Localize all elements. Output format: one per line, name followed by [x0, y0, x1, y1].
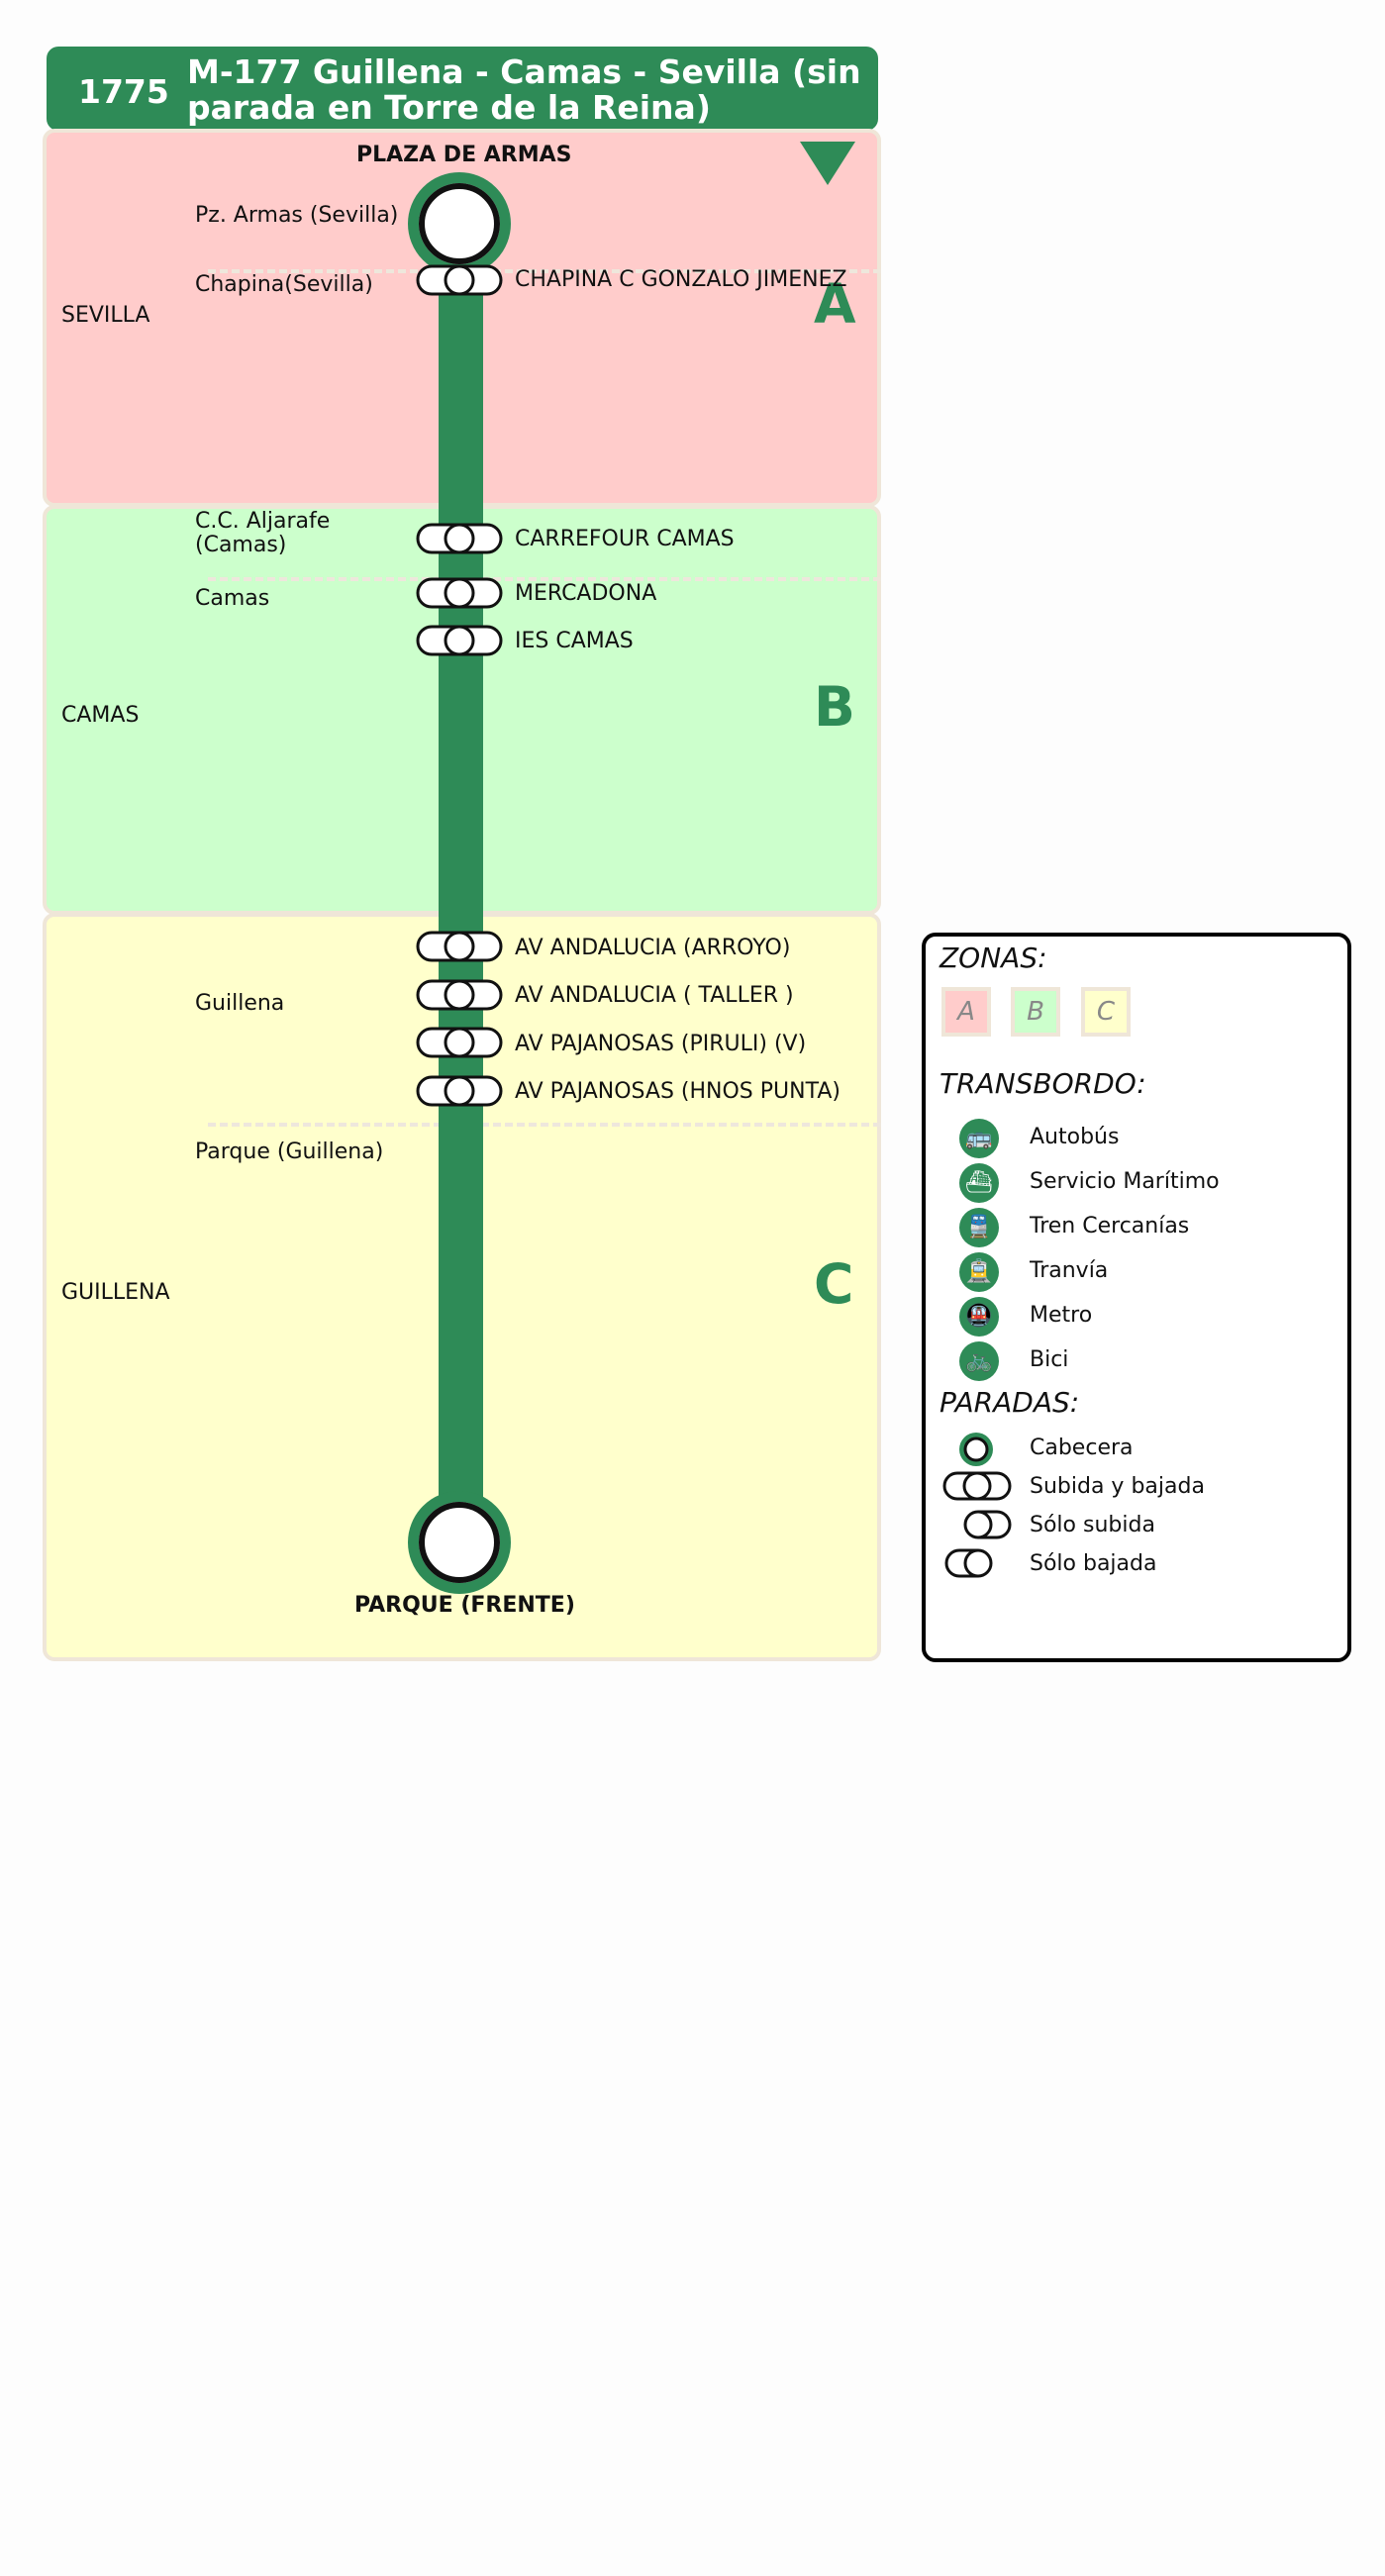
stop-marker — [416, 577, 503, 609]
stop-label: CHAPINA C GONZALO JIMENEZ — [515, 267, 847, 292]
stop-marker — [416, 523, 503, 554]
legend-transfer-label: Tranvía — [1030, 1258, 1109, 1283]
solo-bajada-stop-icon — [944, 1548, 993, 1578]
bus-icon: 🚌 — [959, 1119, 999, 1158]
boundary-line — [208, 577, 881, 581]
legend-transfer-label: Tren Cercanías — [1030, 1214, 1190, 1238]
stop-label: AV PAJANOSAS (HNOS PUNTA) — [515, 1079, 841, 1104]
tram-icon: 🚊 — [959, 1252, 999, 1292]
stop-marker — [416, 931, 503, 962]
zone-letter-a: A — [814, 272, 856, 336]
route-line — [439, 213, 483, 1539]
boundary-line — [208, 1123, 881, 1127]
legend-stop-label: Cabecera — [1030, 1436, 1134, 1460]
route-number: 1775 — [78, 72, 169, 111]
route-header: 1775 M-177 Guillena - Camas - Sevilla (s… — [47, 47, 878, 131]
terminal-start-marker — [408, 172, 511, 275]
location-label: Guillena — [195, 991, 285, 1016]
municipality-label: GUILLENA — [61, 1280, 170, 1305]
terminal-end-marker — [408, 1491, 511, 1594]
legend-zone-swatch-b: B — [1011, 987, 1060, 1037]
legend-stop-label: Subida y bajada — [1030, 1474, 1205, 1499]
location-label: Pz. Armas (Sevilla) — [195, 203, 399, 228]
location-label: Parque (Guillena) — [195, 1139, 384, 1164]
legend-zone-swatch-c: C — [1081, 987, 1131, 1037]
legend-zones-title: ZONAS: — [940, 941, 1047, 974]
legend-zone-swatch-a: A — [941, 987, 991, 1037]
legend-stop-label: Sólo subida — [1030, 1513, 1155, 1537]
legend-transfer-label: Autobús — [1030, 1125, 1120, 1149]
legend-transfer-label: Metro — [1030, 1303, 1093, 1328]
stop-label: AV ANDALUCIA (ARROYO) — [515, 936, 791, 960]
legend-stop-label: Sólo bajada — [1030, 1551, 1157, 1576]
metro-icon: 🚇 — [959, 1297, 999, 1337]
stop-label: IES CAMAS — [515, 629, 634, 653]
location-label: Chapina(Sevilla) — [195, 272, 373, 297]
bike-icon: 🚲 — [959, 1341, 999, 1381]
train-icon: 🚆 — [959, 1208, 999, 1247]
stop-marker — [416, 979, 503, 1011]
location-label: Camas — [195, 586, 270, 611]
legend-panel — [922, 933, 1351, 1662]
legend-transfer-label: Servicio Marítimo — [1030, 1169, 1220, 1194]
route-title: M-177 Guillena - Camas - Sevilla (sin pa… — [187, 52, 861, 127]
stop-marker — [416, 1075, 503, 1107]
location-label: C.C. Aljarafe (Camas) — [195, 509, 331, 557]
direction-arrow-icon — [800, 142, 855, 185]
terminal-end-label: PARQUE (FRENTE) — [354, 1593, 575, 1618]
legend-stops-title: PARADAS: — [940, 1386, 1080, 1419]
subida-bajada-stop-icon — [942, 1471, 1012, 1501]
stop-label: MERCADONA — [515, 581, 657, 606]
stop-marker — [416, 1027, 503, 1058]
solo-subida-stop-icon — [963, 1510, 1012, 1539]
municipality-label: SEVILLA — [61, 303, 150, 328]
terminal-start-label: PLAZA DE ARMAS — [356, 143, 572, 167]
ship-icon: ⛴ — [959, 1163, 999, 1203]
stop-label: CARREFOUR CAMAS — [515, 527, 735, 551]
stop-label: AV PAJANOSAS (PIRULI) (V) — [515, 1032, 807, 1056]
stop-marker — [416, 625, 503, 656]
boundary-line — [208, 269, 881, 273]
stop-marker — [416, 264, 503, 296]
municipality-label: CAMAS — [61, 703, 140, 728]
cabecera-stop-icon — [959, 1433, 993, 1466]
legend-transfer-title: TRANSBORDO: — [940, 1067, 1146, 1100]
zone-letter-c: C — [814, 1252, 854, 1316]
legend-transfer-label: Bici — [1030, 1347, 1069, 1372]
stop-label: AV ANDALUCIA ( TALLER ) — [515, 983, 794, 1008]
zone-letter-b: B — [814, 675, 855, 739]
